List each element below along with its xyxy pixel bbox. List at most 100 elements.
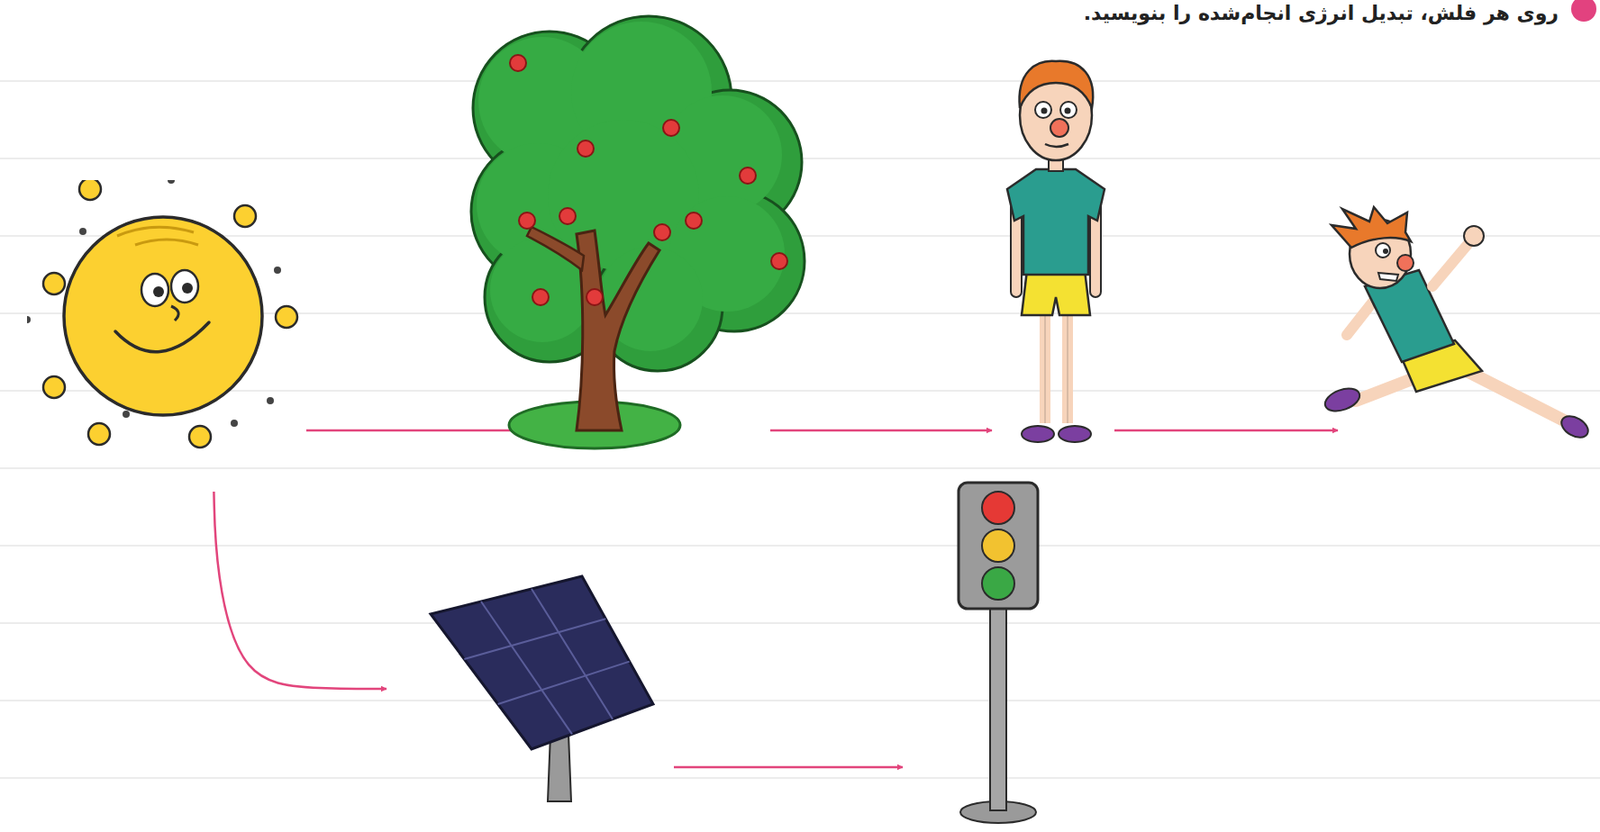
sun-speck bbox=[266, 397, 274, 405]
solar-panel-picture bbox=[418, 572, 658, 811]
sun-speck bbox=[167, 180, 175, 184]
sun-speck bbox=[27, 316, 31, 324]
teeth bbox=[1378, 272, 1399, 282]
nose bbox=[1397, 254, 1414, 272]
sun-speck bbox=[79, 227, 87, 236]
ruled-line bbox=[0, 390, 1600, 392]
panel-grid bbox=[531, 589, 613, 720]
sun-ray-dot bbox=[275, 306, 298, 328]
shirt bbox=[1007, 169, 1105, 275]
sun-ray-dot bbox=[43, 272, 65, 295]
trunk bbox=[576, 230, 660, 431]
sun-ray-dot bbox=[88, 423, 110, 446]
apple bbox=[685, 212, 702, 229]
light-housing bbox=[958, 482, 1038, 610]
apple bbox=[586, 289, 603, 306]
apple bbox=[771, 253, 788, 270]
mouth bbox=[1045, 144, 1069, 147]
green-lamp bbox=[981, 567, 1015, 600]
nose bbox=[1050, 118, 1069, 137]
sun-eye bbox=[171, 270, 199, 303]
sun-picture bbox=[27, 180, 302, 469]
tree-picture bbox=[463, 7, 820, 458]
ruled-line bbox=[0, 545, 1600, 547]
traffic-light-picture bbox=[932, 475, 1059, 829]
shoe bbox=[1058, 426, 1091, 443]
sun-pupil bbox=[181, 282, 193, 294]
panel-grid bbox=[463, 618, 606, 660]
leg-line bbox=[1045, 310, 1068, 424]
illustration bbox=[1310, 202, 1592, 451]
apple bbox=[739, 167, 756, 184]
back-leg bbox=[1355, 378, 1415, 401]
flow-arrow bbox=[770, 429, 992, 433]
hair bbox=[1331, 207, 1411, 248]
red-lamp bbox=[981, 491, 1015, 525]
light-pole bbox=[990, 603, 1007, 811]
boy-running-picture bbox=[1310, 202, 1592, 451]
hair bbox=[1019, 61, 1094, 109]
sun-nose bbox=[171, 306, 179, 321]
illustration bbox=[995, 52, 1113, 449]
apple bbox=[532, 289, 549, 306]
pupil bbox=[1382, 248, 1389, 255]
flow-arrow bbox=[213, 491, 387, 690]
sun-eye bbox=[141, 273, 169, 307]
shoe bbox=[1321, 384, 1363, 416]
sun-smile bbox=[115, 322, 210, 353]
branch bbox=[527, 227, 584, 271]
ruled-line bbox=[0, 777, 1600, 780]
ruled-line bbox=[0, 80, 1600, 82]
sun-speck bbox=[122, 410, 130, 419]
panel-grid bbox=[498, 662, 630, 705]
apple bbox=[577, 140, 594, 157]
ruled-lines bbox=[0, 81, 1600, 779]
illustration bbox=[932, 475, 1059, 829]
fist bbox=[1463, 226, 1484, 246]
question-badge bbox=[1571, 0, 1597, 22]
yellow-lamp bbox=[981, 529, 1015, 563]
panel-grid bbox=[481, 601, 573, 735]
sun-speck bbox=[273, 266, 282, 274]
flow-arrow bbox=[1114, 429, 1338, 433]
front-arm bbox=[1432, 241, 1471, 287]
pupil bbox=[1041, 108, 1048, 115]
connectors bbox=[213, 430, 1338, 768]
apple bbox=[654, 224, 671, 241]
eye bbox=[1035, 101, 1052, 119]
ruled-line bbox=[0, 467, 1600, 470]
sun-pupil bbox=[153, 286, 164, 298]
illustration bbox=[27, 180, 302, 469]
illustration bbox=[418, 572, 658, 811]
shorts bbox=[1021, 270, 1091, 316]
heading: روی هر فلش، تبدیل انرژی انجام‌شده را بنو… bbox=[1083, 1, 1559, 25]
apple bbox=[663, 119, 680, 137]
shoe bbox=[1021, 426, 1055, 443]
front-leg bbox=[1466, 371, 1566, 422]
sun-ray-dot bbox=[189, 426, 211, 448]
sun-curl bbox=[117, 227, 199, 246]
illustration bbox=[463, 7, 820, 458]
boy-standing-picture bbox=[995, 52, 1113, 449]
flow-arrow bbox=[673, 766, 903, 770]
apple bbox=[509, 54, 527, 72]
pupil bbox=[1064, 108, 1072, 115]
eye bbox=[1060, 101, 1077, 119]
ruled-line bbox=[0, 622, 1600, 625]
shoe bbox=[1557, 411, 1592, 442]
leg bbox=[1045, 310, 1068, 424]
sun-ray-dot bbox=[43, 376, 65, 399]
sun-ray-dot bbox=[79, 180, 101, 200]
sun-ray-dot bbox=[234, 205, 256, 228]
flow-arrow bbox=[306, 429, 539, 433]
apple bbox=[559, 208, 576, 225]
apple bbox=[518, 212, 536, 229]
eye bbox=[1375, 243, 1391, 258]
ruled-line bbox=[0, 700, 1600, 702]
panel-face bbox=[430, 576, 654, 750]
sun-speck bbox=[230, 419, 238, 428]
sun-disc bbox=[63, 217, 263, 416]
